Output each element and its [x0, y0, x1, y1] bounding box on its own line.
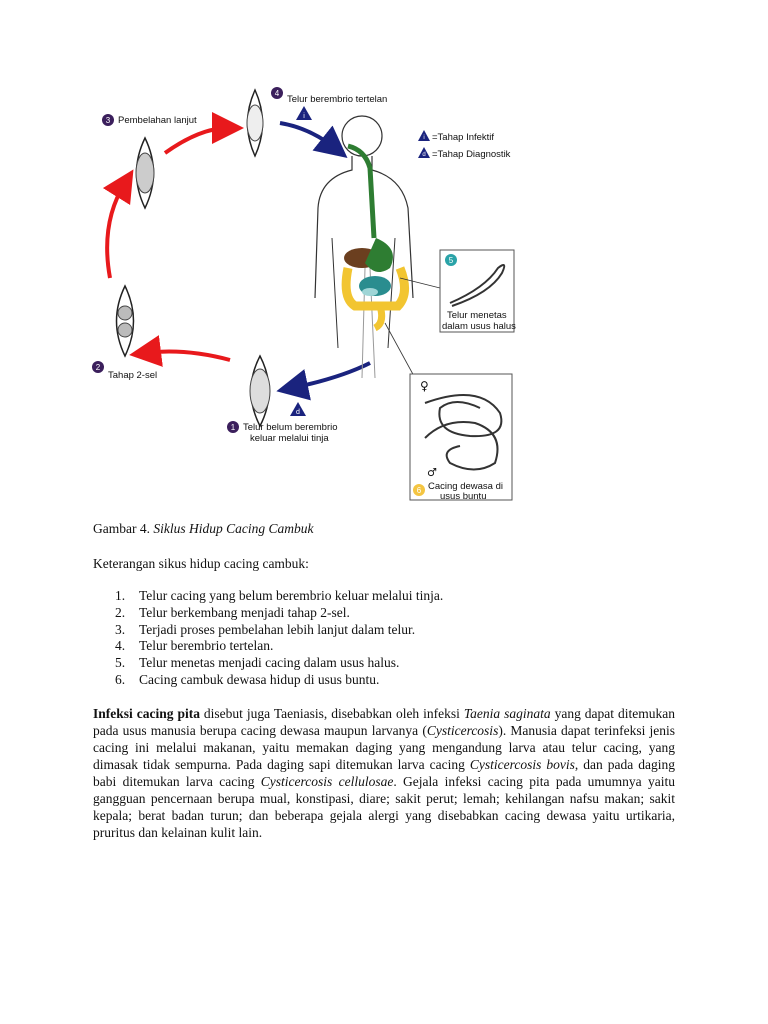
bold-term: Infeksi cacing pita: [93, 706, 200, 721]
badge-6: 6: [417, 486, 422, 495]
list-item: 6.Cacing cambuk dewasa hidup di usus bun…: [115, 671, 380, 687]
list-item: 4.Telur berembrio tertelan.: [115, 638, 274, 654]
badge-5: 5: [449, 256, 454, 265]
label-adult-6a: Cacing dewasa di: [428, 481, 503, 492]
egg-4: [246, 88, 264, 158]
label-adult-6b: usus buntu: [440, 491, 486, 502]
legend: i =Tahap Infektif d =Tahap Diagnostik: [418, 130, 511, 160]
inset-larva-5: 5 Telur menetas dalam usus halus: [399, 249, 516, 333]
female-symbol: ♀: [420, 379, 429, 393]
badge-4: 4: [275, 89, 280, 98]
list-item: 3.Terjadi proses pembelahan lebih lanjut…: [115, 621, 416, 637]
list-item: 1.Telur cacing yang belum berembrio kelu…: [115, 588, 444, 603]
whipworm-life-cycle-diagram: 2 3 4 1 Pembelahan lanjut Telur berembri…: [80, 78, 530, 510]
label-egg-1b: keluar melalui tinja: [250, 433, 329, 444]
label-egg-2: Tahap 2-sel: [108, 370, 157, 381]
badge-1: 1: [231, 423, 236, 432]
caption-prefix: Gambar 4.: [93, 521, 154, 536]
list-item: 5.Telur menetas menjadi cacing dalam usu…: [115, 655, 400, 671]
legend-marker-diagnostic: d: [422, 152, 425, 158]
steps-intro: Keterangan sikus hidup cacing cambuk:: [93, 556, 309, 571]
arrow-host-to-1: [276, 361, 371, 401]
label-egg-1: Telur belum berembrio: [243, 422, 338, 433]
list-item: 2.Telur berkembang menjadi tahap 2-sel.: [115, 604, 350, 620]
life-cycle-svg: 2 3 4 1 Pembelahan lanjut Telur berembri…: [92, 87, 516, 502]
arrow-1-to-2: [129, 335, 231, 367]
label-egg-4: Telur berembrio tertelan: [287, 94, 387, 105]
legend-infective: =Tahap Infektif: [432, 132, 494, 143]
egg-3: [135, 136, 155, 210]
figure-caption: Gambar 4. Siklus Hidup Cacing Cambuk: [93, 521, 313, 537]
label-egg-3: Pembelahan lanjut: [118, 115, 197, 126]
label-larva-5a: Telur menetas: [447, 310, 507, 321]
egg-1: [249, 354, 271, 428]
caption-title: Siklus Hidup Cacing Cambuk: [153, 521, 314, 536]
legend-marker-infective: i: [423, 135, 424, 141]
badge-2: 2: [96, 363, 101, 372]
legend-diagnostic: =Tahap Diagnostik: [432, 149, 511, 160]
arrow-2-to-3: [102, 169, 134, 279]
inset-adult-6: ♀ ♂ 6 Cacing dewasa di usus buntu: [384, 322, 513, 502]
tapeworm-paragraph: Infeksi cacing pita disebut juga Taenias…: [93, 706, 676, 840]
marker-diagnostic: d: [296, 409, 300, 416]
egg-2: [115, 284, 135, 358]
marker-infective: i: [303, 113, 305, 120]
human-body-illustration: [314, 115, 414, 379]
label-larva-5b: dalam usus halus: [442, 321, 516, 332]
male-symbol: ♂: [427, 466, 437, 479]
arrow-4-to-host: [279, 121, 348, 158]
arrow-3-to-4: [163, 112, 244, 155]
badge-3: 3: [106, 116, 111, 125]
life-cycle-steps-list: 1.Telur cacing yang belum berembrio kelu…: [93, 588, 443, 689]
